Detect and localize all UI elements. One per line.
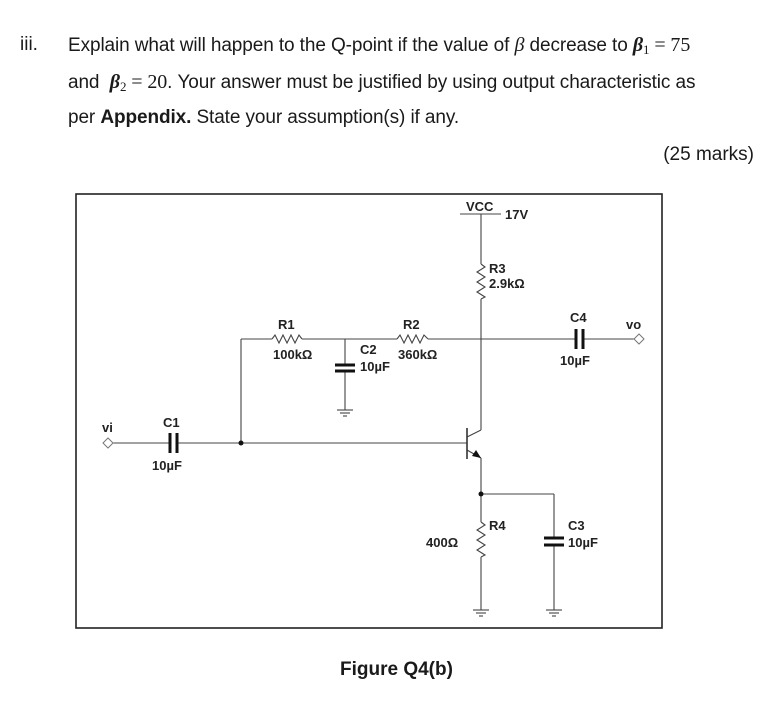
question-number: iii.: [20, 34, 38, 55]
r3-resistor: [475, 263, 487, 300]
r1-resistor: [271, 333, 303, 345]
r4-resistor: [475, 521, 487, 558]
c3-value: 10µF: [568, 535, 598, 550]
input-label: vi: [102, 420, 113, 435]
output-terminal-icon: [633, 333, 645, 345]
marks-label: (25 marks): [663, 144, 754, 165]
question-text: per: [68, 107, 101, 128]
junction-dot: [238, 440, 244, 446]
question-text: and: [68, 72, 105, 93]
c4-label: C4: [570, 310, 587, 325]
question-line-1: Explain what will happen to the Q-point …: [68, 34, 690, 58]
beta1-equation: β1 = 75: [632, 34, 691, 57]
beta-symbol: β: [514, 34, 525, 56]
question-text: decrease to: [524, 35, 633, 56]
question-line-2: and β2 = 20. Your answer must be justifi…: [68, 71, 695, 95]
r1-value: 100kΩ: [273, 347, 312, 362]
input-terminal-icon: [102, 437, 114, 449]
c2-value: 10µF: [360, 359, 390, 374]
beta2-equation: β2 = 20: [109, 71, 168, 94]
figure-frame: [75, 193, 663, 629]
c2-label: C2: [360, 342, 377, 357]
output-label: vo: [626, 317, 641, 332]
r2-resistor: [396, 333, 429, 345]
r2-value: 360kΩ: [398, 347, 437, 362]
question-text: State your assumption(s) if any.: [191, 107, 460, 128]
emitter-arrow-icon: [472, 450, 481, 458]
question-line-3: per Appendix. State your assumption(s) i…: [68, 107, 459, 129]
appendix-reference: Appendix.: [100, 107, 192, 128]
figure-caption: Figure Q4(b): [340, 659, 453, 680]
r2-label: R2: [403, 317, 420, 332]
junction-dot: [478, 491, 484, 497]
c1-label: C1: [163, 415, 180, 430]
r3-label: R3: [489, 261, 506, 276]
c1-value: 10µF: [152, 458, 182, 473]
r3-value: 2.9kΩ: [489, 276, 525, 291]
r4-value: 400Ω: [426, 535, 458, 550]
question-text: . Your answer must be justified by using…: [167, 72, 696, 93]
r1-label: R1: [278, 317, 295, 332]
question-text: Explain what will happen to the Q-point …: [68, 35, 515, 56]
c4-value: 10µF: [560, 353, 590, 368]
vcc-label: VCC: [466, 199, 494, 214]
r4-label: R4: [489, 518, 506, 533]
vcc-value: 17V: [505, 207, 528, 222]
collector-lead: [466, 429, 482, 438]
c3-label: C3: [568, 518, 585, 533]
